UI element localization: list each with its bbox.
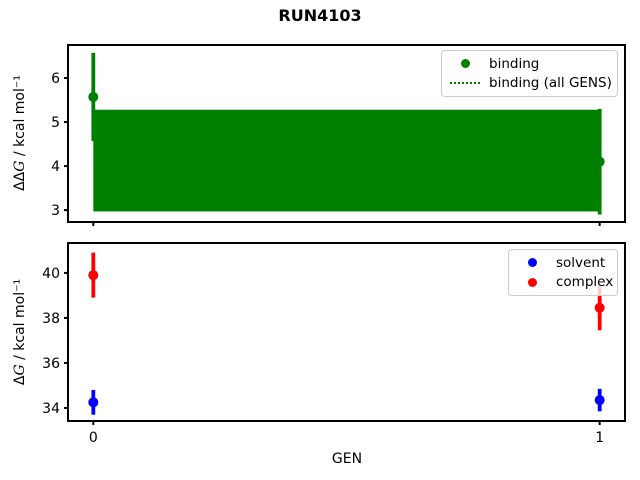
complex-dot-icon	[527, 277, 537, 287]
top-ylabel-symbol: G	[12, 160, 28, 172]
y-tick-label: 3	[51, 203, 60, 219]
bottom-ylabel-prefix: Δ	[12, 375, 28, 386]
legend-bottom: solvent complex	[508, 249, 618, 296]
y-tick-label: 36	[42, 356, 60, 372]
x-axis-label: GEN	[331, 451, 363, 467]
top-ylabel-suffix: / kcal mol⁻¹	[12, 75, 28, 161]
solvent-dot-icon	[527, 258, 537, 268]
legend-label: complex	[556, 274, 614, 291]
legend-marker-cell	[450, 59, 480, 69]
legend-label: binding (all GENS)	[489, 75, 612, 92]
dg-plot-frame	[67, 242, 626, 422]
y-tick-label: 40	[42, 266, 60, 282]
solvent-point	[594, 395, 605, 406]
legend-item-binding-all-gens: binding (all GENS)	[450, 74, 612, 94]
bottom-y-axis-label: ΔG / kcal mol⁻¹	[12, 279, 28, 385]
y-tick-label: 34	[42, 401, 60, 417]
y-tick-label: 6	[51, 71, 60, 87]
legend-item-solvent: solvent	[517, 253, 609, 273]
legend-top: binding binding (all GENS)	[441, 50, 618, 97]
bottom-ylabel-suffix: / kcal mol⁻¹	[12, 278, 28, 365]
figure-title: RUN4103	[278, 6, 362, 25]
bottom-ylabel-symbol: G	[12, 364, 28, 376]
y-tick-label: 4	[51, 159, 60, 175]
complex-point	[88, 270, 99, 281]
legend-label: binding	[489, 55, 540, 72]
legend-marker-cell	[517, 258, 547, 268]
top-ylabel-prefix: ΔΔ	[12, 171, 28, 191]
solvent-point	[88, 397, 99, 408]
dotted-line-icon	[450, 82, 480, 85]
x-tick-label: 0	[89, 430, 98, 446]
legend-marker-cell	[450, 82, 480, 85]
legend-item-complex: complex	[517, 273, 613, 293]
legend-marker-cell	[517, 277, 547, 287]
binding-point	[594, 156, 605, 167]
complex-point	[594, 302, 605, 313]
y-tick-label: 38	[42, 311, 60, 327]
binding-point	[88, 91, 99, 102]
binding-plot-frame	[67, 44, 626, 223]
top-y-axis-label: ΔΔG / kcal mol⁻¹	[12, 75, 28, 191]
y-tick-label: 5	[51, 115, 60, 131]
legend-item-binding: binding	[450, 54, 609, 74]
binding-dot-icon	[460, 59, 470, 69]
x-tick-label: 1	[595, 430, 604, 446]
legend-label: solvent	[556, 254, 606, 271]
